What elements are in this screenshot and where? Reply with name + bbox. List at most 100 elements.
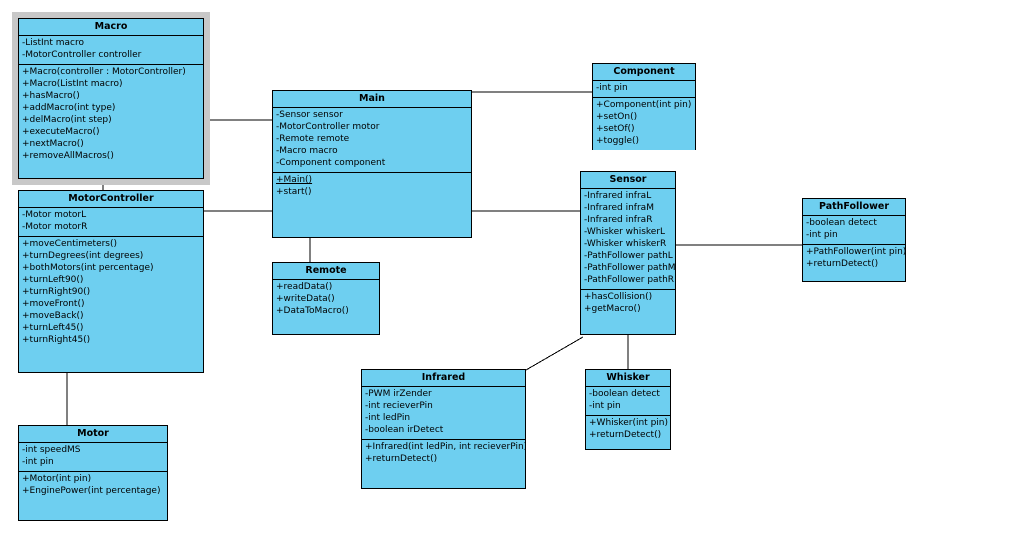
method-row: +setOf() <box>596 124 635 134</box>
class-title-infrared: Infrared <box>362 370 525 387</box>
method-row: +moveFront() <box>22 299 85 309</box>
attribute-row: -PathFollower pathM <box>584 263 675 273</box>
attribute-row: -int pin <box>22 457 54 467</box>
attribute-row: -boolean detect <box>806 218 877 228</box>
attribute-row: -Infrared infraM <box>584 203 654 213</box>
method-row: +hasCollision() <box>584 292 653 302</box>
method-row: +DataToMacro() <box>276 306 349 316</box>
uml-class-pathfollower[interactable]: PathFollower -boolean detect -int pin +Path… <box>802 198 906 282</box>
method-row: +returnDetect() <box>589 430 662 440</box>
attribute-row: -boolean irDetect <box>365 425 444 435</box>
class-methods-motorcontroller: +moveCentimeters() +turnDegrees(int degre… <box>19 236 203 349</box>
method-row: +removeAllMacros() <box>22 151 114 161</box>
attribute-row: -int ledPin <box>365 413 411 423</box>
method-row: +executeMacro() <box>22 127 100 137</box>
method-row: +Main() <box>276 175 313 185</box>
uml-class-sensor[interactable]: Sensor-Infrared infraL-Infrared infraM-I… <box>580 171 676 335</box>
class-title-macro: Macro <box>19 19 203 36</box>
attribute-row: -PathFollower pathR <box>584 275 675 285</box>
attribute-row: -Component component <box>276 158 386 168</box>
attribute-row: -MotorController controller <box>22 50 142 60</box>
method-row: +turnLeft45() <box>22 323 84 333</box>
class-attributes-motorcontroller: -Motor motorL -Motor motorR <box>19 207 203 237</box>
class-methods-component: +Component(int pin) +setOn() +setOf() +togg… <box>593 97 695 150</box>
attribute-row: -int pin <box>589 401 621 411</box>
method-row: +writeData() <box>276 294 335 304</box>
class-attributes-motor: -int speedMS -int pin <box>19 442 167 472</box>
attribute-row: -Infrared infraL <box>584 191 652 201</box>
connector-sensor-infrared[interactable] <box>525 336 584 371</box>
class-title-motorcontroller: MotorController <box>19 191 203 208</box>
attribute-row: -Remote remote <box>276 134 350 144</box>
method-row: +Macro(controller : MotorController) <box>22 67 186 77</box>
method-row: +delMacro(int step) <box>22 115 112 125</box>
method-row: +turnDegrees(int degrees) <box>22 251 144 261</box>
method-row: +readData() <box>276 282 333 292</box>
attribute-row: -PathFollower pathL <box>584 251 673 261</box>
attribute-row: -Whisker whiskerR <box>584 239 667 249</box>
method-row: +addMacro(int type) <box>22 103 116 113</box>
method-row: +start() <box>276 187 312 197</box>
class-title-whisker: Whisker <box>586 370 670 387</box>
uml-class-infrared[interactable]: Infrared-PWM irZender-int recieverPin-in… <box>361 369 526 489</box>
method-row: +moveCentimeters() <box>22 239 118 249</box>
attribute-row: -PWM irZender <box>365 389 432 399</box>
method-row: +PathFollower(int pin) <box>806 247 905 257</box>
class-title-main: Main <box>273 91 471 108</box>
method-row: +returnDetect() <box>806 259 879 269</box>
method-row: +Whisker(int pin) <box>589 418 668 428</box>
method-row: +returnDetect() <box>365 454 438 464</box>
class-title-remote: Remote <box>273 263 379 280</box>
method-row: +setOn() <box>596 112 638 122</box>
class-title-motor: Motor <box>19 426 167 443</box>
method-row: +Infrared(int ledPin, int recieverPin) <box>365 442 525 452</box>
method-row: +hasMacro() <box>22 91 80 101</box>
class-methods-sensor: +hasCollision() +getMacro() <box>581 289 675 318</box>
uml-class-macro[interactable]: Macro-ListInt macro-MotorController cont… <box>12 12 210 185</box>
attribute-row: -Motor motorL <box>22 210 87 220</box>
attribute-row: -Macro macro <box>276 146 338 156</box>
class-methods-macro: +Macro(controller : MotorController) +Mac… <box>19 64 203 165</box>
class-attributes-infrared: -PWM irZender-int recieverPin-int ledPin… <box>362 386 525 440</box>
method-row: +Macro(ListInt macro) <box>22 79 123 89</box>
uml-class-motorcontroller[interactable]: MotorController-Motor motorL-Motor motor… <box>18 190 204 373</box>
attribute-row: -Whisker whiskerL <box>584 227 666 237</box>
method-row: +turnRight45() <box>22 335 91 345</box>
attribute-row: -MotorController motor <box>276 122 380 132</box>
class-attributes-main: -Sensor sensor -MotorController motor -Rem… <box>273 107 471 173</box>
method-row: +toggle() <box>596 136 640 146</box>
class-title-pathfollower: PathFollower <box>803 199 905 216</box>
uml-class-main[interactable]: Main -Sensor sensor -MotorController motor… <box>272 90 472 238</box>
class-methods-motor: +Motor(int pin) +EnginePower(int percenta… <box>19 471 167 500</box>
class-attributes-pathfollower: -boolean detect -int pin <box>803 215 905 245</box>
class-attributes-component: -int pin <box>593 80 695 98</box>
class-methods-infrared: +Infrared(int ledPin, int recieverPin) +r… <box>362 439 525 468</box>
class-methods-main: +Main() +start() <box>273 172 471 201</box>
method-row: +moveBack() <box>22 311 84 321</box>
method-row: +EnginePower(int percentage) <box>22 486 161 496</box>
class-methods-whisker: +Whisker(int pin) +returnDetect() <box>586 415 670 444</box>
method-row: +bothMotors(int percentage) <box>22 263 154 273</box>
attribute-row: -Infrared infraR <box>584 215 653 225</box>
class-title-component: Component <box>593 64 695 81</box>
uml-class-motor[interactable]: Motor -int speedMS -int pin +Motor(int pin)… <box>18 425 168 521</box>
method-row: +turnLeft90() <box>22 275 84 285</box>
attribute-row: -int speedMS <box>22 445 81 455</box>
method-row: +Component(int pin) <box>596 100 692 110</box>
class-methods-remote: +readData() +writeData() +DataToMacro() <box>273 279 379 320</box>
attribute-row: -Sensor sensor <box>276 110 343 120</box>
class-title-sensor: Sensor <box>581 172 675 189</box>
class-methods-pathfollower: +PathFollower(int pin) +returnDetect() <box>803 244 905 273</box>
attribute-row: -Motor motorR <box>22 222 88 232</box>
class-attributes-sensor: -Infrared infraL -Infrared infraM -Infrare… <box>581 188 675 290</box>
attribute-row: -int pin <box>806 230 838 240</box>
uml-class-remote[interactable]: Remote +readData() +writeData() +DataToMacr… <box>272 262 380 335</box>
attribute-row: -boolean detect <box>589 389 660 399</box>
uml-class-component[interactable]: Component-int pin +Component(int pin) +set… <box>592 63 696 150</box>
method-row: +Motor(int pin) <box>22 474 92 484</box>
method-row: +turnRight90() <box>22 287 91 297</box>
class-attributes-whisker: -boolean detect -int pin <box>586 386 670 416</box>
method-row: +getMacro() <box>584 304 641 314</box>
uml-class-whisker[interactable]: Whisker -boolean detect -int pin +Whisker(i… <box>585 369 671 450</box>
